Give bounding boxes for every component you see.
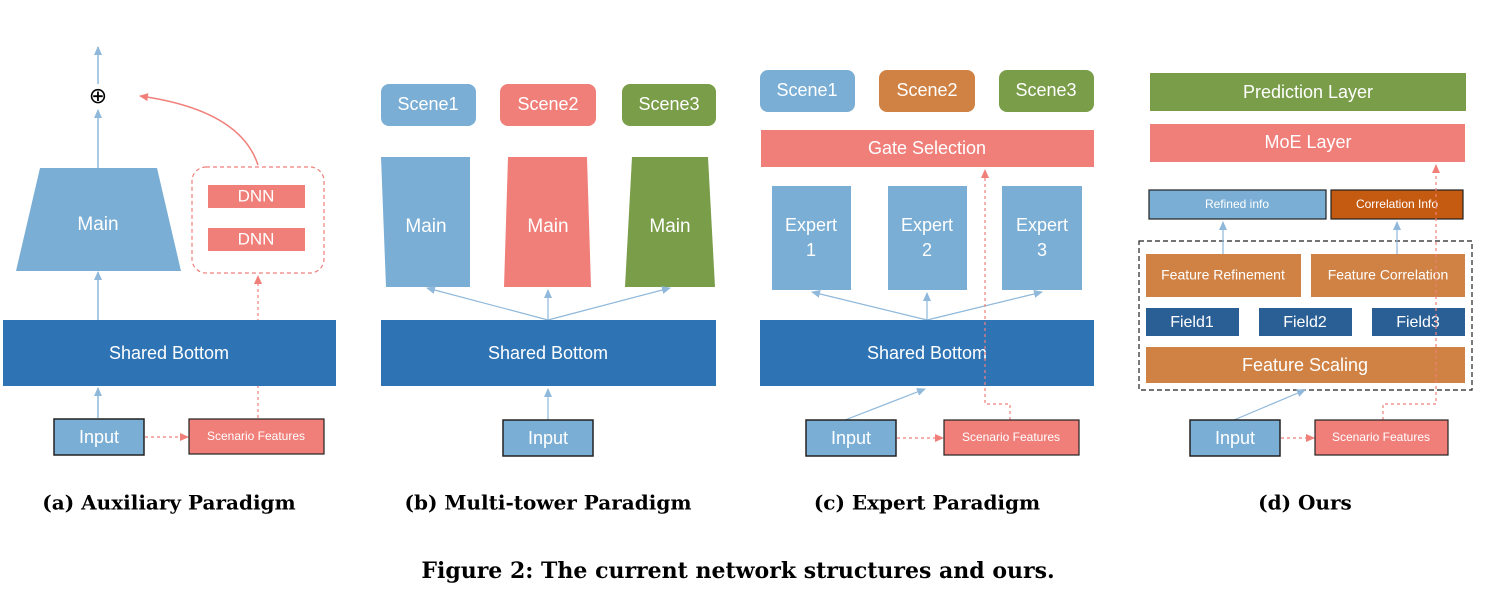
arrow-scenario-to-gate (981, 169, 1011, 420)
dnn-box-2-label: DNN (238, 229, 275, 248)
panel-d: Prediction Layer MoE Layer Refined info … (1138, 73, 1473, 515)
prediction-layer-label: Prediction Layer (1243, 82, 1373, 102)
moe-layer (1150, 124, 1465, 162)
arrow-input-to-module (1233, 389, 1306, 421)
tower-2 (504, 157, 591, 287)
plus-symbol: ⊕ (89, 83, 107, 108)
expert-2-number: 2 (922, 240, 932, 260)
refined-info-label: Refined info (1205, 197, 1269, 211)
panel-c: Scene1 Scene2 Scene3 Gate Selection Expe… (760, 70, 1094, 515)
dnn-box-2 (208, 228, 305, 251)
refined-info-box (1148, 189, 1327, 220)
caption-d: (d) Ours (1258, 491, 1352, 515)
panel-a: ⊕ Main DNN DNN Shared Bottom Input Scena… (3, 46, 336, 515)
expert-1-number: 1 (806, 240, 816, 260)
scene1-label: Scene1 (776, 80, 837, 100)
field1-box (1146, 308, 1239, 336)
field2-label: Field2 (1283, 314, 1327, 331)
shared-bottom (3, 320, 336, 386)
scene2-label: Scene2 (517, 94, 578, 114)
scene3-box (622, 84, 716, 126)
shared-bottom-label: Shared Bottom (867, 343, 987, 363)
scenario-features-box (1314, 419, 1449, 456)
input-box-label: Input (831, 428, 871, 448)
feature-correlation-label: Feature Correlation (1328, 267, 1449, 283)
scene2-box (500, 84, 596, 126)
shared-bottom-label: Shared Bottom (109, 343, 229, 363)
gate-selection-label: Gate Selection (868, 138, 986, 158)
input-box (1189, 419, 1281, 457)
scenario-features-box (943, 419, 1080, 456)
feature-scaling-box (1146, 347, 1465, 383)
expert-2 (888, 186, 967, 290)
caption-b: (b) Multi-tower Paradigm (405, 491, 692, 515)
shared-bottom-label: Shared Bottom (488, 343, 608, 363)
shared-bottom (381, 320, 716, 386)
tower-3 (625, 157, 715, 287)
input-box (53, 418, 145, 456)
feature-scaling-label: Feature Scaling (1242, 355, 1368, 375)
scenario-features-label: Scenario Features (207, 429, 305, 443)
gate-selection (761, 130, 1094, 167)
main-tower-label: Main (77, 214, 118, 235)
input-box-label: Input (528, 428, 568, 448)
input-box (805, 419, 897, 457)
arrow-to-expert-1 (811, 290, 928, 321)
field1-label: Field1 (1170, 314, 1214, 331)
arrow-scenario-to-moe (1382, 164, 1440, 420)
field3-box (1372, 308, 1465, 336)
input-box (502, 419, 594, 457)
caption-c: (c) Expert Paradigm (814, 491, 1040, 515)
feature-refinement-label: Feature Refinement (1161, 267, 1285, 283)
expert-3-label: Expert (1016, 215, 1068, 235)
scenario-features-label: Scenario Features (1332, 430, 1430, 444)
scene1-box (760, 70, 855, 112)
expert-3 (1002, 186, 1082, 290)
dnn-box-1-label: DNN (238, 186, 275, 205)
expert-2-label: Expert (901, 215, 953, 235)
shared-bottom (760, 320, 1094, 386)
arrow-dnn-to-plus (139, 93, 259, 166)
field2-box (1259, 308, 1352, 336)
scene1-label: Scene1 (397, 94, 458, 114)
scene2-label: Scene2 (896, 80, 957, 100)
tower-1-label: Main (405, 216, 446, 237)
panel-b: Scene1 Scene2 Scene3 Main Main Main Shar… (381, 84, 716, 515)
feature-correlation-box (1311, 254, 1465, 297)
correlation-info-label: Correlation Info (1356, 197, 1438, 211)
scenario-features-box (188, 418, 325, 455)
moe-layer-label: MoE Layer (1264, 132, 1351, 152)
correlation-info-box (1330, 189, 1464, 220)
expert-1 (772, 186, 851, 290)
figure-caption: Figure 2: The current network structures… (421, 558, 1054, 584)
input-box-label: Input (79, 427, 119, 447)
feature-refinement-box (1146, 254, 1301, 297)
input-box-label: Input (1215, 428, 1255, 448)
main-tower (16, 168, 181, 271)
tower-2-label: Main (527, 216, 568, 237)
prediction-layer (1150, 73, 1466, 111)
scene2-box (879, 70, 975, 112)
dnn-box-1 (208, 185, 305, 208)
field3-label: Field3 (1396, 314, 1440, 331)
arrow-input-to-shared (844, 388, 926, 421)
tower-1 (381, 157, 470, 287)
dnn-container (191, 166, 325, 274)
scene3-label: Scene3 (1015, 80, 1076, 100)
caption-a: (a) Auxiliary Paradigm (42, 491, 295, 515)
arrow-to-tower-1 (426, 286, 549, 321)
scene1-box (381, 84, 476, 126)
scene3-label: Scene3 (638, 94, 699, 114)
scene3-box (999, 70, 1094, 112)
expert-1-label: Expert (785, 215, 837, 235)
arrow-to-tower-3 (547, 286, 671, 321)
expert-3-number: 3 (1037, 240, 1047, 260)
scenario-features-label: Scenario Features (962, 430, 1060, 444)
tower-3-label: Main (649, 216, 690, 237)
